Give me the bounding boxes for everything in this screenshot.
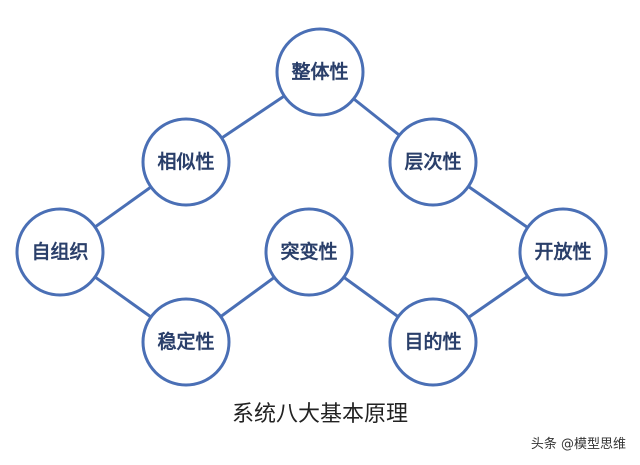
node-n1: 整体性 xyxy=(275,27,365,117)
node-n3: 层次性 xyxy=(388,117,478,207)
node-circle xyxy=(275,27,365,117)
node-label: 相似性 xyxy=(157,150,214,173)
watermark-text: 头条 @模型思维 xyxy=(530,437,626,452)
node-circle xyxy=(264,207,354,297)
node-circle xyxy=(518,207,608,297)
node-label: 自组织 xyxy=(31,240,88,263)
node-n6: 开放性 xyxy=(518,207,608,297)
node-circle xyxy=(388,117,478,207)
node-label: 稳定性 xyxy=(157,330,214,353)
node-n2: 相似性 xyxy=(141,117,231,207)
node-n8: 目的性 xyxy=(388,297,478,387)
node-circle xyxy=(15,207,105,297)
node-n4: 自组织 xyxy=(15,207,105,297)
node-circle xyxy=(388,297,478,387)
node-n7: 稳定性 xyxy=(141,297,231,387)
node-circle xyxy=(141,297,231,387)
node-n5: 突变性 xyxy=(264,207,354,297)
node-label: 开放性 xyxy=(534,240,591,263)
node-circle xyxy=(141,117,231,207)
node-label: 层次性 xyxy=(404,150,461,173)
node-label: 目的性 xyxy=(404,330,461,353)
node-label: 整体性 xyxy=(291,60,348,83)
node-label: 突变性 xyxy=(280,240,337,263)
diagram-title: 系统八大基本原理 xyxy=(231,402,408,427)
